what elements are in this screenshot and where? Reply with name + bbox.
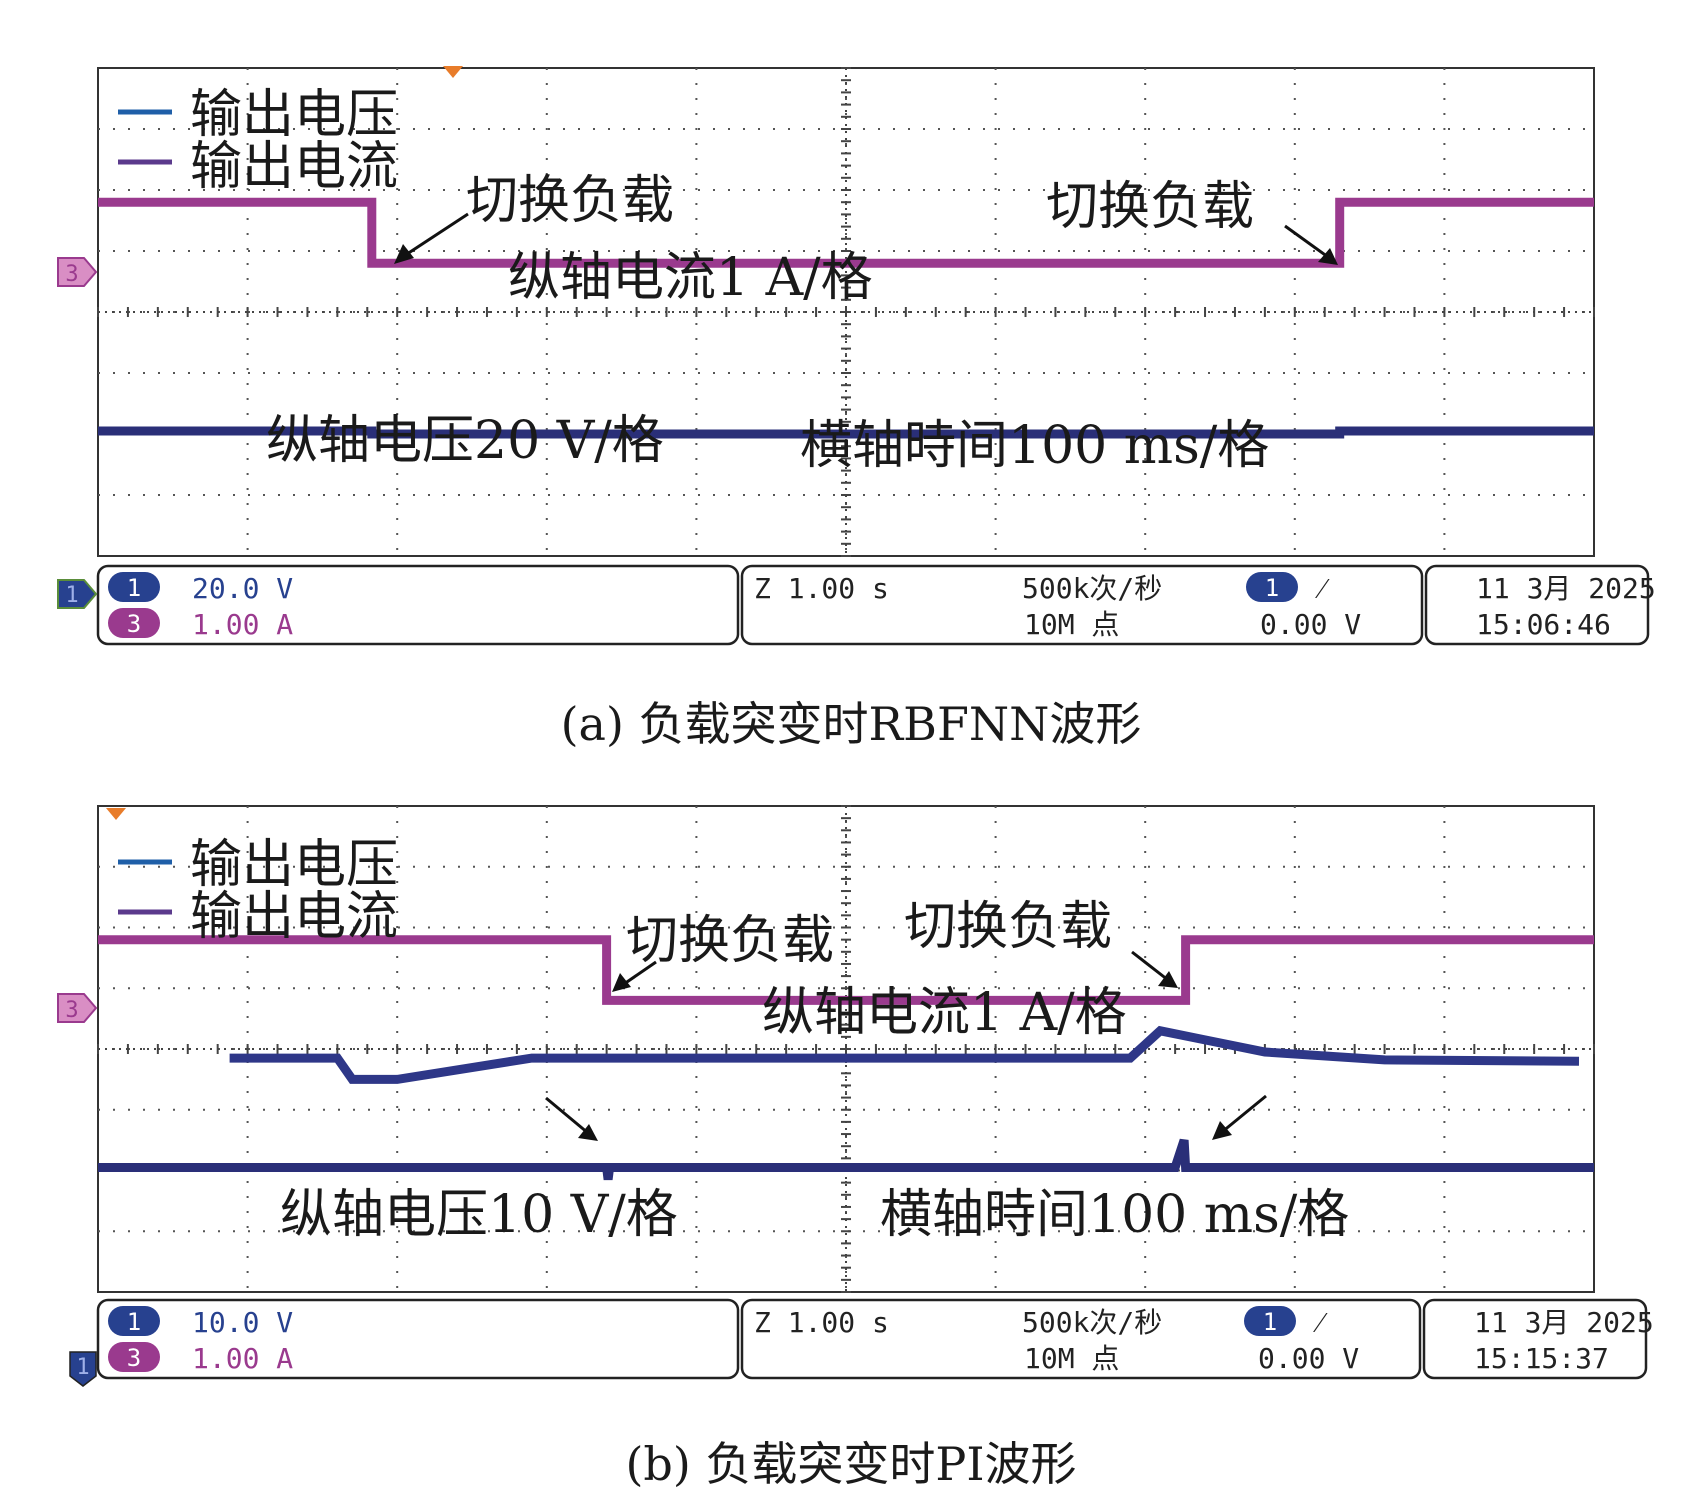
- arrow-right-head: [1318, 248, 1338, 265]
- trace-0: [98, 197, 1594, 268]
- arrow-left-line: [403, 212, 469, 258]
- legend-voltage-label: 输出电压: [190, 835, 398, 895]
- date: 11 3月 2025: [1476, 572, 1656, 605]
- ch3-marker-a: 3: [57, 257, 98, 287]
- status-bar-a: 1 20.0 V 3 1.00 A Z 1.00 s 500k次/秒 10M 点…: [96, 564, 1656, 646]
- trace-2: [229, 1025, 1580, 1084]
- trigger-source-number: 1: [1265, 574, 1279, 602]
- arrow-left-head: [612, 973, 631, 992]
- timebase: Z 1.00 s: [754, 1306, 889, 1339]
- annotation-switch-right: 切换负载: [1046, 177, 1254, 237]
- annotation-switch-right: 切换负载: [904, 897, 1112, 957]
- annotation-switch-left: 切换负载: [466, 171, 674, 231]
- datetime-box: [1422, 1298, 1648, 1380]
- status-bar-b: 1 10.0 V 3 1.00 A Z 1.00 s 500k次/秒 10M 点…: [96, 1298, 1654, 1380]
- traces-b: [98, 935, 1594, 1181]
- caption-a: (a) 负载突变时RBFNN波形: [560, 697, 1142, 751]
- arrow-voltage-dip-head: [578, 1124, 598, 1141]
- annotation-voltage-scale: 纵轴电压10 V/格: [280, 1185, 678, 1245]
- ch3-badge: [108, 1342, 160, 1372]
- ch1-scale: 20.0 V: [192, 572, 293, 605]
- trigger-position-marker-a: [443, 66, 463, 78]
- svg-text:1: 1: [76, 1355, 89, 1380]
- arrow-voltage-spike-head: [1212, 1121, 1232, 1140]
- svg-text:1: 1: [65, 583, 78, 608]
- trace-0: [98, 935, 1594, 1005]
- ch1-marker-a: 1: [57, 579, 98, 609]
- time: 15:15:37: [1474, 1342, 1609, 1375]
- time: 15:06:46: [1476, 608, 1611, 641]
- ch1-badge: [108, 1306, 160, 1336]
- trace-1: [98, 426, 1594, 439]
- ch3-badge-number: 3: [127, 610, 141, 638]
- caption-b: (b) 负载突变时PI波形: [625, 1437, 1077, 1491]
- trigger-level: 0.00 V: [1260, 608, 1361, 641]
- annotation-time-scale: 横轴時间100 ms/格: [800, 416, 1269, 476]
- arrow-voltage-spike-line: [1221, 1094, 1267, 1134]
- datetime-box: [1424, 564, 1650, 646]
- scope-panel-a: 输出电压 输出电流 切换负载 切换负载 纵轴电流1 A/格 纵轴电压20 V/格…: [57, 66, 1656, 646]
- trigger-level: 0.00 V: [1258, 1342, 1359, 1375]
- oscilloscope-a: 输出电压 输出电流 切换负载 切换负载 纵轴电流1 A/格 纵轴电压20 V/格…: [57, 66, 1656, 646]
- trace-1: [98, 1138, 1594, 1181]
- arrow-right-line: [1131, 950, 1169, 982]
- sample-rate: 500k次/秒: [1022, 572, 1162, 605]
- arrow-right-head: [1158, 971, 1178, 988]
- ch3-badge-number: 3: [127, 1344, 141, 1372]
- annotation-voltage-scale: 纵轴电压20 V/格: [266, 411, 664, 471]
- sample-rate: 500k次/秒: [1022, 1306, 1162, 1339]
- ch1-marker-b: 1: [69, 1351, 97, 1387]
- ch1-badge-number: 1: [127, 574, 141, 602]
- arrow-left-line: [623, 960, 657, 986]
- svg-text:3: 3: [65, 262, 78, 287]
- legend-voltage-label: 输出电压: [190, 85, 398, 145]
- arrow-left-head: [394, 244, 414, 264]
- traces-a: [98, 197, 1594, 439]
- timebase: Z 1.00 s: [754, 572, 889, 605]
- ch3-scale: 1.00 A: [192, 1342, 293, 1375]
- ch3-scale: 1.00 A: [192, 608, 293, 641]
- ch1-badge: [108, 572, 160, 602]
- date: 11 3月 2025: [1474, 1306, 1654, 1339]
- ch1-badge-number: 1: [127, 1308, 141, 1336]
- channel-box: [96, 1298, 740, 1380]
- channel-box: [96, 564, 740, 646]
- legend-current-label: 输出电流: [190, 137, 398, 197]
- oscilloscope-b: 输出电压 输出电流 切换负载 切换负载 纵轴电流1 A/格 纵轴电压10 V/格…: [57, 805, 1654, 1387]
- arrow-voltage-dip-line: [545, 1096, 589, 1135]
- trigger-source-badge: [1246, 572, 1298, 602]
- trigger-source-number: 1: [1263, 1308, 1277, 1336]
- record-length: 10M 点: [1024, 1342, 1119, 1375]
- trigger-source-badge: [1244, 1306, 1296, 1336]
- trigger-position-marker-b: [106, 808, 126, 820]
- grid-b: [97, 805, 1595, 1293]
- ch1-scale: 10.0 V: [192, 1306, 293, 1339]
- annotation-time-scale: 横轴時间100 ms/格: [880, 1185, 1349, 1245]
- annotation-current-scale: 纵轴电流1 A/格: [508, 248, 873, 308]
- svg-text:3: 3: [65, 998, 78, 1023]
- ch3-badge: [108, 608, 160, 638]
- ch3-marker-b: 3: [57, 993, 98, 1023]
- annotation-switch-left: 切换负载: [626, 911, 834, 971]
- record-length: 10M 点: [1024, 608, 1119, 641]
- annotation-current-scale: 纵轴电流1 A/格: [762, 983, 1127, 1043]
- legend-current-label: 输出电流: [190, 887, 398, 947]
- arrow-right-line: [1284, 224, 1329, 259]
